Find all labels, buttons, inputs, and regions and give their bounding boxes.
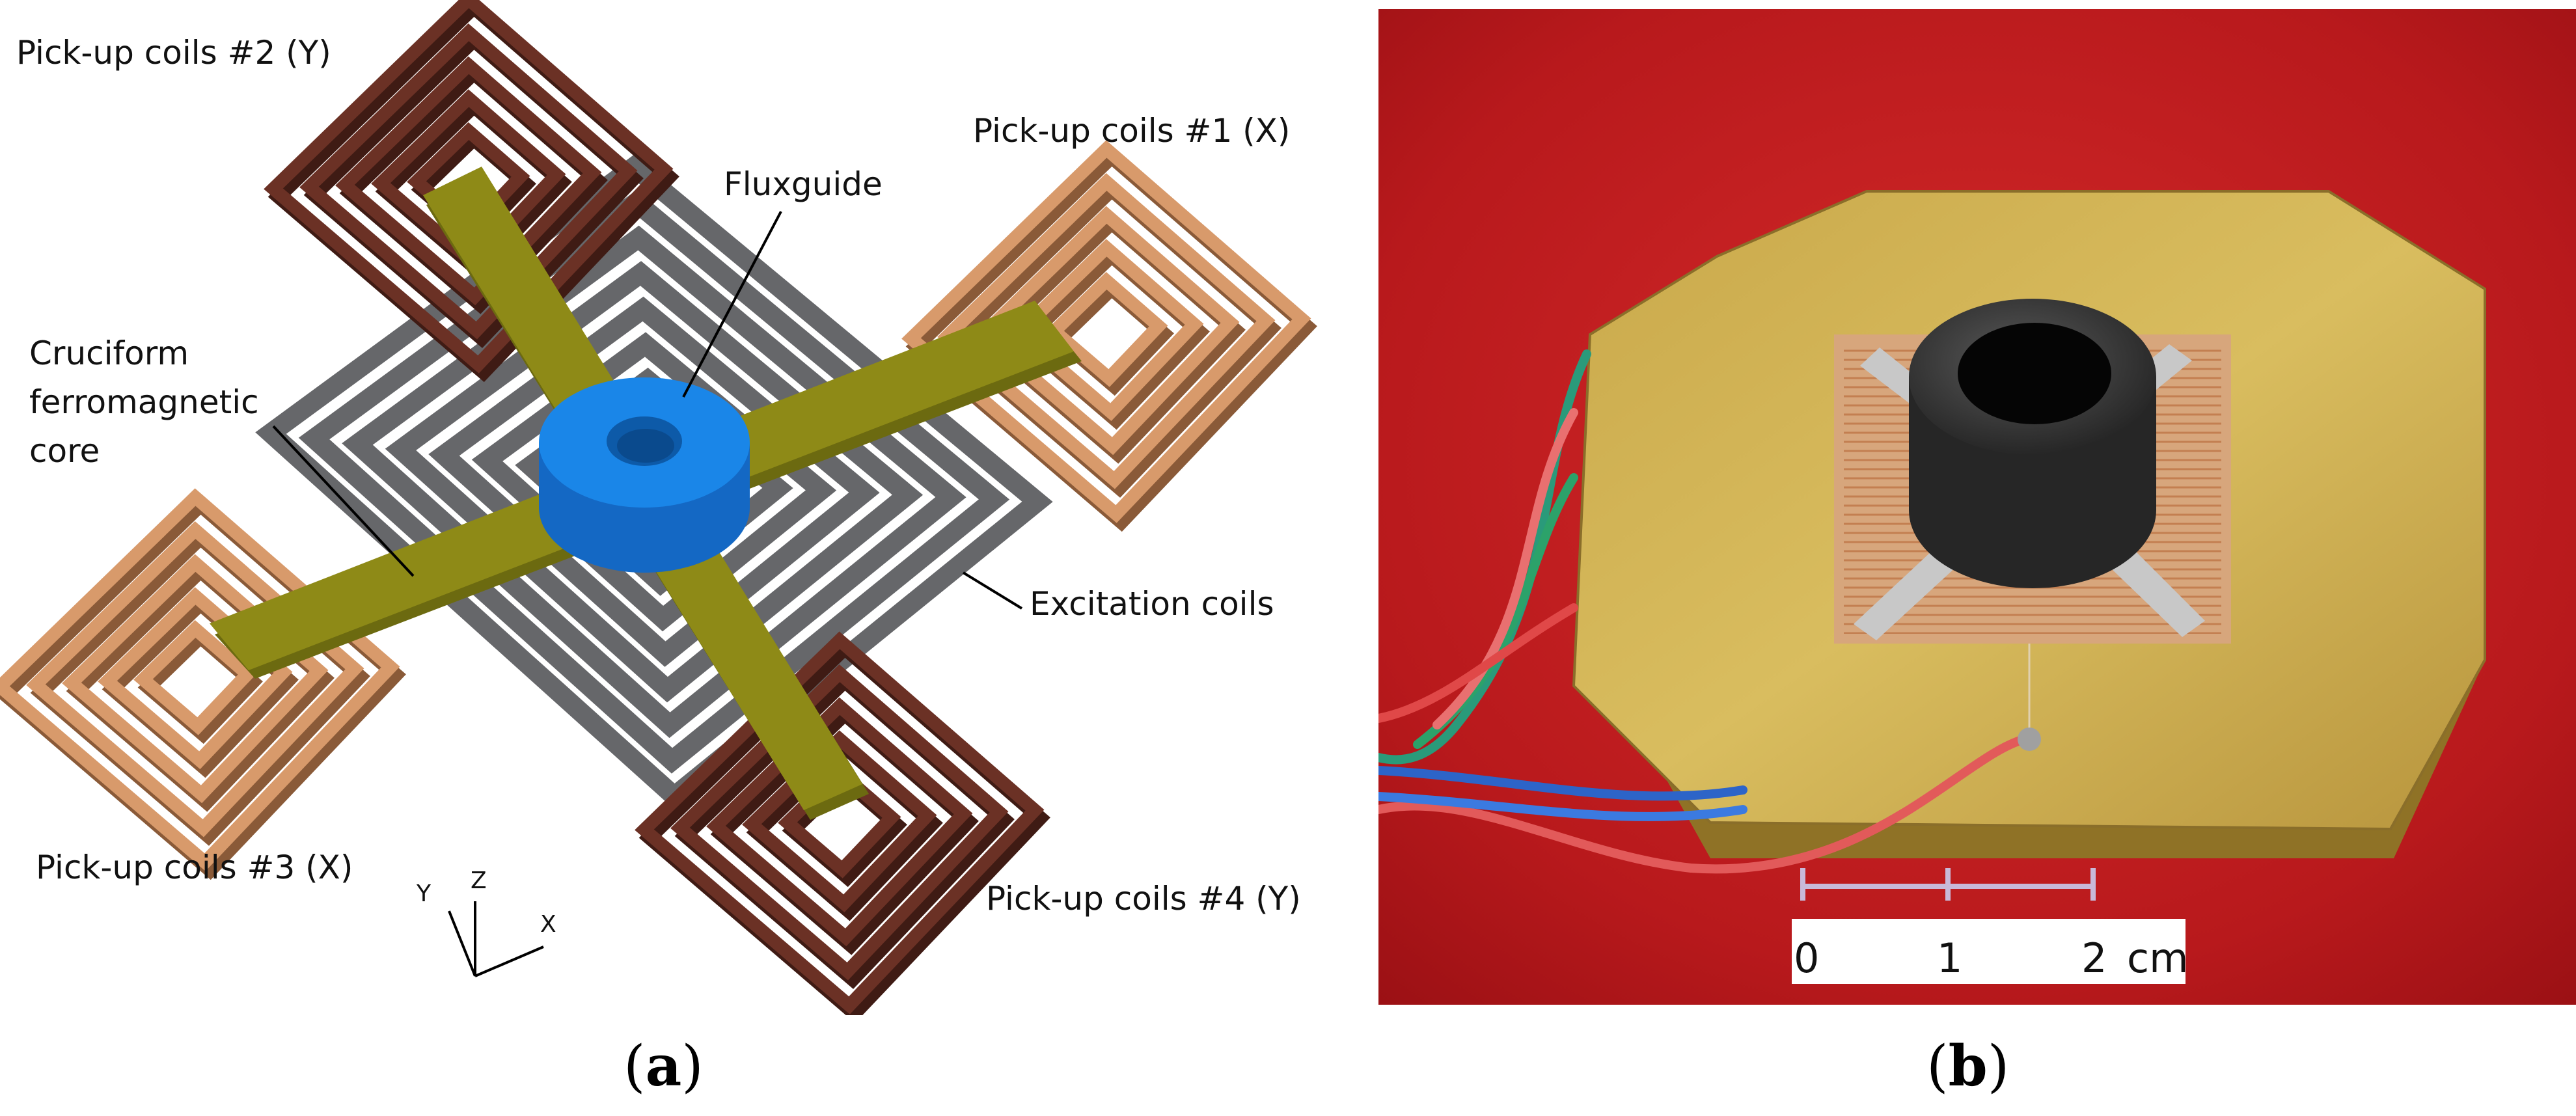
coordinate-axes: Y Z X — [416, 867, 556, 977]
label-pickup-coils-3: Pick-up coils #3 (X) — [36, 849, 353, 886]
fluxguide-leader — [682, 211, 782, 398]
fluxguide-ring — [539, 377, 750, 573]
pickup-coil-turn — [299, 23, 638, 340]
pickup-coil-turn — [335, 56, 602, 306]
fluxguide-hole-inner — [617, 429, 674, 463]
label-core-line2: ferromagnetic — [29, 383, 259, 421]
label-excitation-coils: Excitation coils — [1030, 585, 1274, 623]
axis-x-line — [474, 946, 544, 977]
axis-z-label: Z — [471, 867, 487, 894]
caption-b-open: ( — [1926, 1034, 1949, 1099]
wire-pink — [1432, 408, 1578, 729]
ferrite-ring-hole — [1958, 323, 2111, 424]
scale-bar: 0 1 2 cm — [1792, 868, 2188, 984]
schematic-diagram: Pick-up coils #2 (Y) Pick-up coils #1 (X… — [0, 0, 1317, 1015]
pickup-coil-turn — [937, 173, 1276, 489]
core-leader — [272, 425, 415, 577]
axis-y-label: Y — [416, 880, 432, 907]
caption-b: (b) — [1926, 1033, 2009, 1099]
pickup-coil-turn — [670, 664, 1009, 981]
label-pickup-coils-1: Pick-up coils #1 (X) — [973, 112, 1290, 150]
wire-red-2 — [1378, 603, 1578, 723]
sensor-photograph: 0 1 2 cm — [1378, 9, 2576, 1005]
scale-label-box — [1792, 919, 2185, 984]
pickup-coils-3 — [0, 488, 406, 880]
caption-b-letter: b — [1948, 1033, 1988, 1099]
label-pickup-coils-2: Pick-up coils #2 (Y) — [16, 34, 331, 72]
wire-blue-2 — [1378, 792, 1747, 821]
label-core-line3: core — [29, 432, 100, 470]
caption-a-letter: a — [645, 1033, 682, 1099]
label-pickup-coils-4: Pick-up coils #4 (Y) — [986, 880, 1301, 918]
pickup-coil-turn — [901, 140, 1311, 523]
solder-joint — [2018, 728, 2041, 751]
wire-red — [1378, 733, 2034, 874]
pickup-coil-turn — [635, 631, 1045, 1014]
pickup-coils-1 — [901, 140, 1317, 532]
scale-label-unit: cm — [2127, 934, 2188, 982]
pickup-coil-turn — [742, 730, 937, 913]
pickup-coil-turn — [973, 206, 1240, 456]
pickup-coil-turn — [133, 619, 257, 735]
excitation-leader — [962, 571, 1023, 610]
pickup-coil-turn — [706, 697, 973, 947]
pickup-coil-turn — [264, 0, 674, 374]
caption-a-open: ( — [623, 1034, 646, 1099]
axis-y-line — [448, 910, 476, 977]
wire-blue-1 — [1378, 766, 1747, 801]
caption-b-close: ) — [1987, 1034, 2010, 1099]
caption-a: (a) — [623, 1033, 704, 1099]
scale-label-1: 1 — [1937, 934, 1962, 982]
pickup-coil-turn — [1009, 239, 1204, 422]
caption-a-close: ) — [681, 1034, 704, 1099]
cable-bundle — [1378, 349, 2034, 874]
scale-label-0: 0 — [1794, 934, 1819, 982]
pickup-coil-turn — [1045, 271, 1168, 387]
label-core-line1: Cruciform — [29, 334, 189, 372]
label-fluxguide: Fluxguide — [724, 165, 883, 203]
axis-x-label: X — [540, 911, 556, 938]
scale-label-2: 2 — [2081, 934, 2107, 982]
